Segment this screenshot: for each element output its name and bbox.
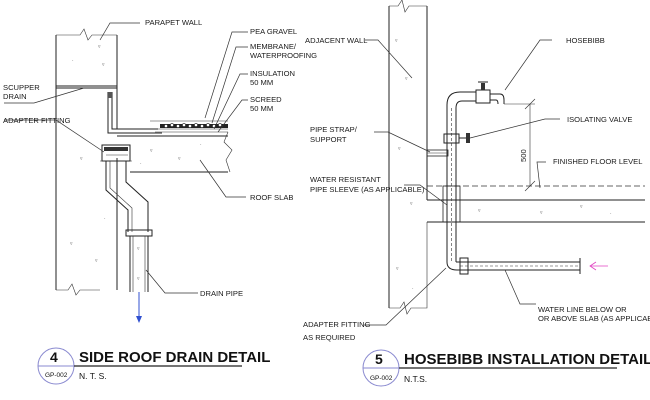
label-insulation-line2: 50 MM [250, 78, 273, 87]
svg-text:▿: ▿ [137, 276, 140, 282]
side-roof-drain-detail: ▿ · ▿ ▿ ▿ ▿ · ▿ ▿ [3, 18, 317, 385]
detail-4-number: 4 [50, 349, 58, 365]
detail-4-title-block: 4 GP-002 SIDE ROOF DRAIN DETAIL N. T. S. [37, 347, 270, 385]
label-screed-line2: 50 MM [250, 104, 273, 113]
svg-text:·: · [200, 142, 202, 148]
label-scupper-line2: DRAIN [3, 92, 27, 101]
label-roof-slab: ROOF SLAB [250, 193, 293, 202]
svg-text:▿: ▿ [410, 201, 413, 207]
svg-text:▿: ▿ [137, 246, 140, 252]
label-adapter-fitting-line2: AS REQUIRED [303, 333, 356, 342]
svg-text:·: · [610, 211, 612, 217]
adjacent-wall: ▿ ▿ ▿ ▿ ▿ · [388, 0, 428, 315]
water-line [446, 257, 581, 275]
hosebibb-installation-detail: ▿ ▿ ▿ ▿ ▿ · ▿ ▿ ▿ · [303, 0, 650, 387]
svg-text:▿: ▿ [540, 210, 543, 216]
label-isolating-valve: ISOLATING VALVE [567, 115, 632, 124]
roof-slab: ▿ ▿ · · [117, 131, 233, 173]
detail-5-title: HOSEBIBB INSTALLATION DETAIL [404, 351, 650, 368]
scupper-drain [56, 85, 162, 134]
leader-lines-5 [364, 39, 560, 326]
adapter-fitting [100, 144, 132, 162]
detail-5-number: 5 [375, 351, 383, 367]
parapet-wall: ▿ · ▿ [55, 28, 118, 92]
svg-text:·: · [140, 161, 142, 167]
label-membrane-line1: MEMBRANE/ [250, 42, 297, 51]
label-parapet-wall: PARAPET WALL [145, 18, 202, 27]
hosebibb [446, 81, 505, 109]
label-screed-line1: SCREED [250, 95, 282, 104]
svg-text:▿: ▿ [150, 148, 153, 154]
label-sleeve-line2: PIPE SLEEVE (AS APPLICABLE) [310, 185, 425, 194]
svg-text:▿: ▿ [70, 241, 73, 247]
label-finished-floor: FINISHED FLOOR LEVEL [553, 157, 642, 166]
label-scupper-line1: SCUPPER [3, 83, 40, 92]
drain-pipe: ▿ ▿ [105, 161, 153, 292]
svg-text:▿: ▿ [95, 258, 98, 264]
svg-text:▿: ▿ [580, 204, 583, 210]
svg-text:·: · [72, 58, 74, 64]
svg-text:·: · [104, 216, 106, 222]
detail-5-scale: N.T.S. [404, 374, 427, 384]
svg-text:▿: ▿ [178, 156, 181, 162]
svg-text:▿: ▿ [396, 266, 399, 272]
floor-slab: ▿ ▿ ▿ · [427, 185, 645, 223]
svg-text:▿: ▿ [395, 38, 398, 44]
roof-layers [150, 120, 228, 133]
label-hosebibb: HOSEBIBB [566, 36, 605, 45]
detail-5-sheet: GP-002 [370, 375, 393, 382]
dimension-500: 500 [504, 98, 536, 192]
svg-text:▿: ▿ [102, 62, 105, 68]
svg-text:▿: ▿ [398, 146, 401, 152]
detail-4-sheet: GP-002 [45, 372, 68, 379]
isolating-valve [443, 133, 470, 144]
detail-4-title: SIDE ROOF DRAIN DETAIL [79, 349, 270, 366]
direction-arrow [589, 261, 608, 271]
svg-text:·: · [412, 286, 414, 292]
label-membrane-line2: WATERPROOFING [250, 51, 317, 60]
svg-text:▿: ▿ [98, 44, 101, 50]
label-drain-pipe: DRAIN PIPE [200, 289, 243, 298]
label-water-line-2: OR ABOVE SLAB (AS APPLICABLE) [538, 314, 650, 323]
detail-5-title-block: 5 GP-002 HOSEBIBB INSTALLATION DETAIL N.… [362, 349, 650, 387]
riser-pipe [442, 105, 461, 262]
pipe-strap [426, 149, 449, 157]
svg-text:▿: ▿ [478, 208, 481, 214]
label-adapter-fitting: ADAPTER FITTING [3, 116, 71, 125]
label-water-line-1: WATER LINE BELOW OR [538, 305, 627, 314]
label-adjacent-wall: ADJACENT WALL [305, 36, 367, 45]
flow-arrow [136, 292, 142, 323]
label-insulation-line1: INSULATION [250, 69, 295, 78]
svg-text:▿: ▿ [405, 76, 408, 82]
label-pipe-strap-line1: PIPE STRAP/ [310, 125, 358, 134]
label-sleeve-line1: WATER RESISTANT [310, 175, 381, 184]
label-pipe-strap-line2: SUPPORT [310, 135, 347, 144]
dimension-500-label: 500 [519, 149, 528, 162]
label-pea-gravel: PEA GRAVEL [250, 27, 297, 36]
leader-lines-4 [4, 22, 248, 294]
svg-text:▿: ▿ [80, 156, 83, 162]
label-adapter-fitting-line1: ADAPTER FITTING [303, 320, 371, 329]
detail-4-scale: N. T. S. [79, 371, 107, 381]
